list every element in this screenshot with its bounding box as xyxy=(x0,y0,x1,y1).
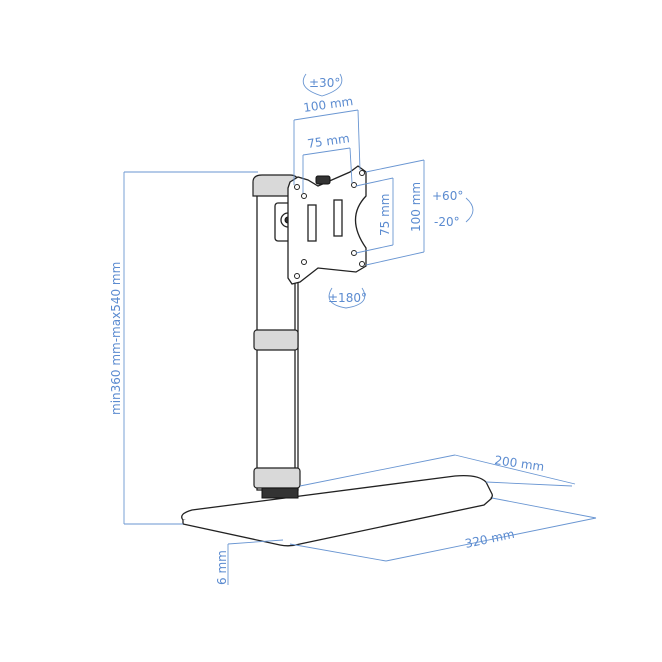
rotation-label: ±180° xyxy=(328,291,367,305)
vesa-width-small-label: 75 mm xyxy=(306,131,350,151)
base-thickness-label: 6 mm xyxy=(215,550,229,585)
base-depth-label: 200 mm xyxy=(494,453,546,474)
tilt-down-label: -20° xyxy=(434,215,460,229)
vesa-width-large-label: 100 mm xyxy=(302,94,354,115)
dimension-lines xyxy=(123,73,597,585)
swivel-label: ±30° xyxy=(309,76,340,90)
base-width-label: 320 mm xyxy=(464,527,516,551)
tilt-up-label: +60° xyxy=(432,189,463,203)
base-plate xyxy=(181,474,493,547)
vesa-height-small-label: 75 mm xyxy=(378,194,392,236)
vesa-height-large-label: 100 mm xyxy=(409,182,423,232)
column xyxy=(252,174,301,499)
height-range-label: min360 mm-max540 mm xyxy=(109,262,123,415)
vesa-plate xyxy=(287,165,367,285)
